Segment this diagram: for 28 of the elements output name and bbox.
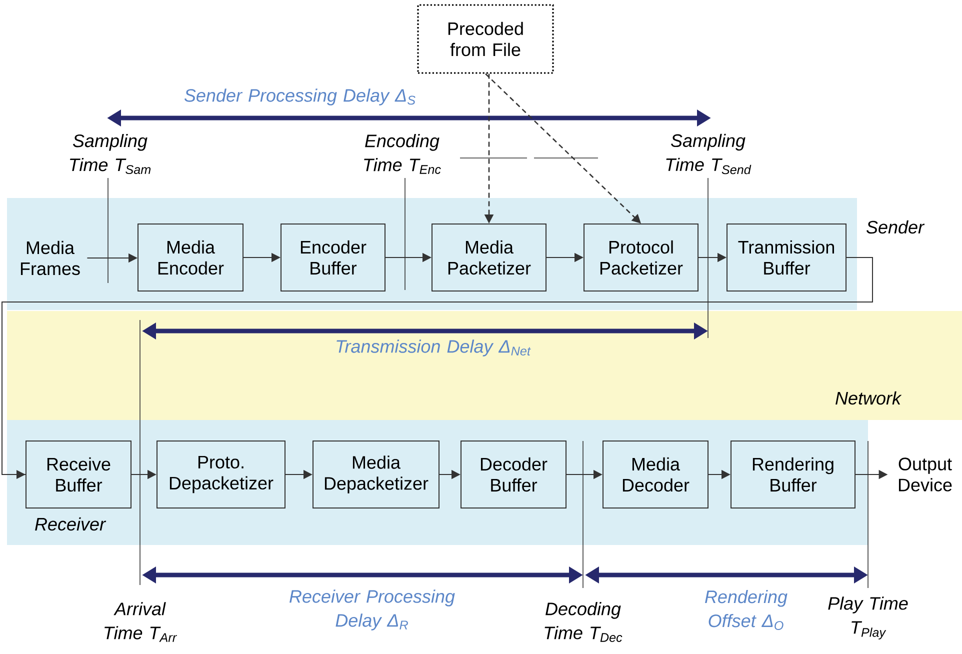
band-label: Sender <box>866 220 925 234</box>
process-box: Media Encoder <box>138 224 244 292</box>
time-label: Play Time T$_{Play}$ <box>828 596 908 640</box>
process-box: Tranmission Buffer <box>726 224 846 292</box>
process-box: Media Decoder <box>602 440 708 508</box>
process-box: Decoder Buffer <box>460 440 566 508</box>
process-box: Proto. Depacketizer <box>156 440 286 508</box>
delay-label: Transmission Delay Δ$_{Net}$ <box>336 340 531 356</box>
time-label: Encoding Time T$_{Enc}$ <box>364 134 441 174</box>
endpoint-label: Output Device <box>898 458 952 492</box>
endpoint-label: Media Frames <box>20 240 80 276</box>
process-box: Rendering Buffer <box>730 440 856 508</box>
arrow <box>485 73 641 224</box>
time-label: Sampling Time T$_{Sam}$ <box>70 134 151 174</box>
process-box: Receive Buffer <box>26 440 132 508</box>
process-box: Protocol Packetizer <box>584 224 698 292</box>
time-label: Decoding Time T$_{Dec}$ <box>544 602 622 642</box>
time-label: Arrival Time T$_{Arr}$ <box>104 602 177 642</box>
delay-label: Rendering Offset Δ$_{O}$ <box>705 590 788 630</box>
delay-label: Receiver Processing Delay Δ$_{R}$ <box>290 590 455 630</box>
process-box: Media Packetizer <box>432 224 546 292</box>
source-box: Precoded from File <box>417 4 554 74</box>
band-label: Network <box>836 391 902 405</box>
process-box: Media Depacketizer <box>312 440 440 508</box>
time-label: Sampling Time T$_{Send}$ <box>666 134 752 174</box>
band-label: Receiver <box>35 517 106 531</box>
process-box: Encoder Buffer <box>280 224 386 292</box>
delay-label: Sender Processing Delay Δ$_{S}$ <box>184 88 416 106</box>
